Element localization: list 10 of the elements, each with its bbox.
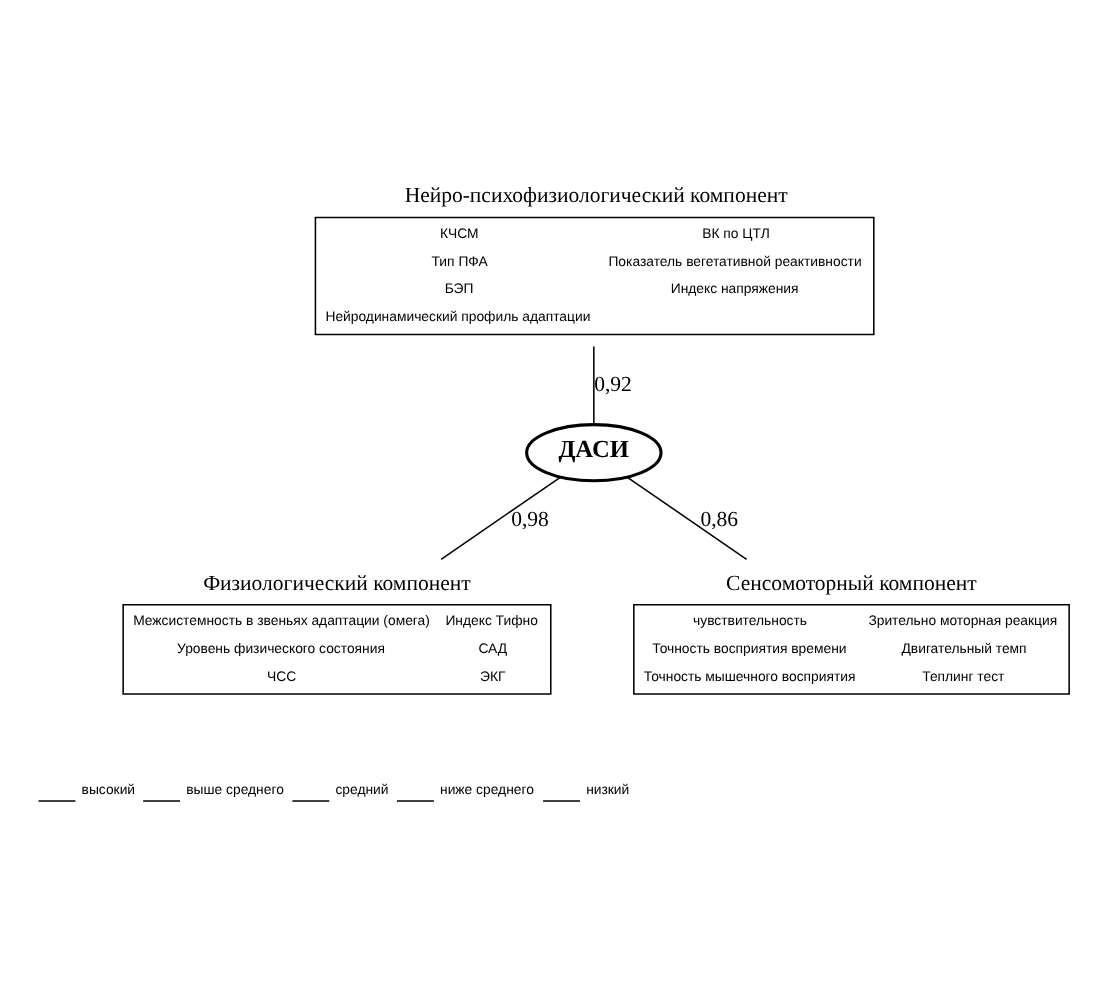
node-label: Физиологический компонент (203, 570, 471, 595)
node-ellipse: ДАСИ (525, 422, 663, 482)
edge-label: 0,98 (511, 506, 549, 531)
node-label: Нейро-психофизиологический компонент (404, 183, 788, 208)
connector (593, 344, 595, 424)
node-label: Сенсомоторный компонент (726, 570, 977, 595)
connector (440, 475, 562, 560)
connector (626, 475, 748, 560)
edge-label: 0,86 (700, 506, 739, 531)
edge-label: 0,92 (594, 371, 632, 396)
